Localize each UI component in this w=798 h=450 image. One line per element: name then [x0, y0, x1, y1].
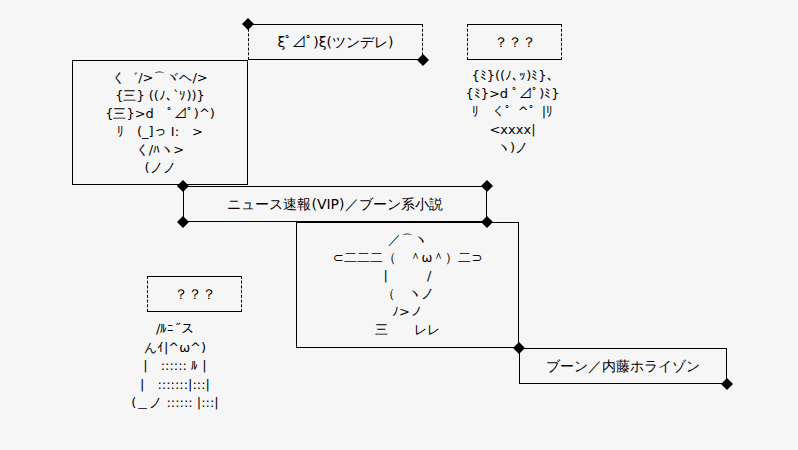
box-title: ニュース速報(VIP)／ブーン系小説 — [227, 195, 442, 213]
corner-diamonds — [177, 18, 733, 390]
ascii-art-line: ﾘ く゜^゜|ﾘ — [455, 103, 570, 121]
title-box: ？？？ — [147, 276, 242, 312]
box-title: ξﾟ⊿ﾟ)ξ(ツンデレ) — [278, 33, 394, 51]
ascii-art-line: {三} ((ﾉ､`ｿ))} — [115, 87, 205, 105]
art-box: ／⌒ヽ⊂二二二（ ＾ω＾）二⊃| /（ ヽノﾉ>ノ三 レレ — [296, 222, 519, 348]
box-title: ？？？ — [174, 285, 216, 303]
title-box: ブーン／内藤ホライゾン — [519, 348, 727, 384]
ascii-art-line: ﾘ (_]っ I: > — [117, 123, 203, 141]
ascii-art-line: | :::::: ﾙ | — [115, 357, 235, 375]
box-title: ブーン／内藤ホライゾン — [546, 357, 700, 375]
ascii-art-line: {ﾐ}((ﾉ､ｯ)ﾐ}､ — [455, 67, 570, 85]
ascii-art-line: 三 レレ — [375, 321, 440, 339]
title-box: ？？？ — [467, 24, 562, 60]
ascii-art-line: く/ﾊヽ> — [136, 141, 184, 159]
title-box: ξﾟ⊿ﾟ)ξ(ツンデレ) — [248, 24, 423, 60]
art-box: く゛/>⌒ヾヘ/>{三} ((ﾉ､`ｿ))}{三}>d ﾟ⊿ﾟ)^)ﾘ (_]っ… — [72, 60, 248, 185]
ascii-art-line: く゛/>⌒ヾヘ/> — [112, 69, 208, 87]
title-box: ニュース速報(VIP)／ブーン系小説 — [183, 186, 487, 222]
ascii-art-line: ⊂二二二（ ＾ω＾）二⊃ — [333, 249, 483, 267]
ascii-art-line: ／⌒ヽ — [388, 231, 427, 249]
ascii-art-line: /ﾙﾆ˝ス — [115, 320, 235, 338]
ascii-art-line: <xxxx| — [455, 121, 570, 139]
ascii-art-line: （ ヽノ — [382, 285, 434, 303]
box-title: ？？？ — [494, 33, 536, 51]
ascii-art-line: | :::::::|:::| — [115, 376, 235, 394]
ascii-art-line: んｲ|^ω^) — [115, 339, 235, 357]
ascii-art-line: ﾉ>ノ — [392, 303, 423, 321]
ascii-art-line: (＿ノ :::::: |:::| — [115, 394, 235, 412]
ascii-art-line: {ﾐ}>d ﾟ⊿ﾟ)ﾐ} — [455, 85, 570, 103]
ascii-art-line: {三}>d ﾟ⊿ﾟ)^) — [105, 105, 215, 123]
ascii-art-line: | / — [384, 267, 432, 285]
ascii-art-line: (ノノ — [144, 159, 175, 177]
ascii-art-line: ヽ)ノ — [455, 139, 570, 157]
